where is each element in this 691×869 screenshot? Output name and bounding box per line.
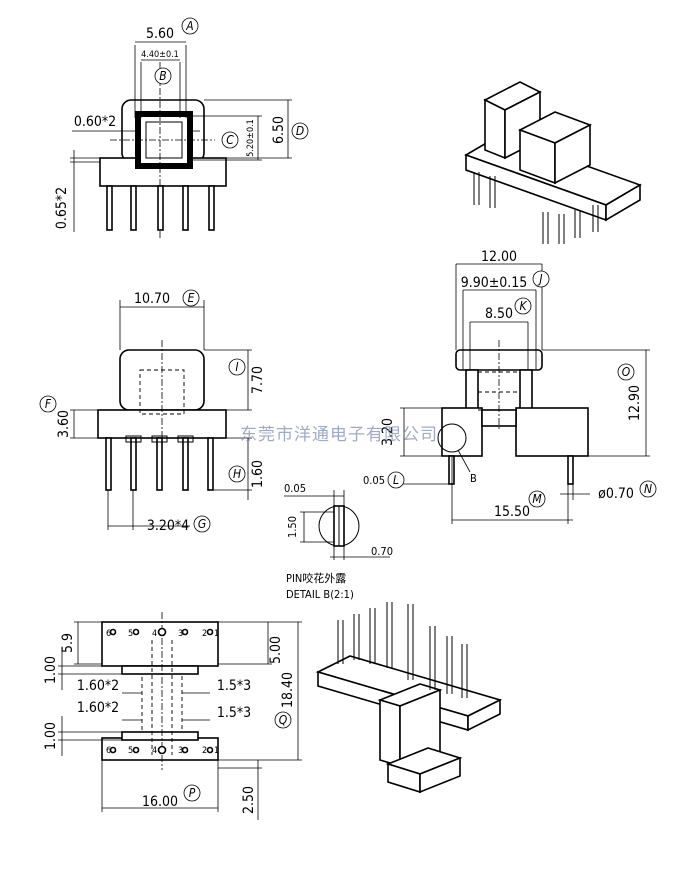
callout-letter-c: C: [226, 133, 234, 147]
pin-number-bottom: 5: [128, 746, 133, 756]
dimension-value-070b: 0.70: [371, 545, 393, 558]
dimension-value-005: 0.05: [363, 474, 385, 487]
callout-letter-p: P: [189, 786, 196, 800]
callout-bubble: [228, 358, 246, 376]
callout-bubble: [181, 17, 199, 35]
callout-bubble: [183, 784, 201, 802]
callout-bubble: [228, 465, 246, 483]
callout-bubble: [528, 490, 546, 508]
dimension-value-160a: 1.60*2: [77, 678, 119, 694]
callout-letter-a: A: [185, 19, 193, 33]
detail-caption-line-1: PIN咬花外露: [286, 571, 346, 585]
callout-letter-i: I: [235, 360, 238, 374]
front-view: [70, 300, 252, 530]
pin-number-top: 2: [202, 629, 207, 639]
dimension-value-1070: 10.70: [134, 291, 170, 307]
callout-bubble: [387, 471, 405, 489]
dimension-value-650: 6.50: [271, 116, 287, 144]
dimension-value-1550: 15.50: [494, 504, 530, 520]
isometric-view-1: [464, 81, 642, 244]
callout-bubble: [274, 711, 292, 729]
bottom-view: [58, 612, 302, 820]
dimension-value-160: 1.60: [250, 460, 266, 488]
pin-number-top: 5: [128, 629, 133, 639]
callout-bubble: [193, 515, 211, 533]
callout-letter-k: K: [519, 299, 527, 313]
callout-bubble: [532, 270, 550, 288]
dimension-value-160b: 1.60*2: [77, 700, 119, 716]
dimension-value-320b: 3.20: [380, 418, 396, 446]
dimension-value-360: 3.60: [56, 410, 72, 438]
dimension-value-100b: 1.00: [43, 722, 59, 750]
dimension-value-100a: 1.00: [43, 656, 59, 684]
pin-number-bottom: 2: [202, 746, 207, 756]
dimension-value-1290: 12.90: [627, 385, 643, 421]
pin-number-bottom: 1: [214, 746, 219, 756]
callout-bubble: [291, 122, 309, 140]
isometric-view-2: [315, 602, 503, 794]
dimension-value-1600: 16.00: [142, 794, 178, 810]
callout-letter-g: G: [198, 517, 206, 531]
callout-letter-f: F: [45, 397, 52, 411]
callout-letter-q: Q: [279, 713, 288, 727]
dimension-value-770: 7.70: [250, 366, 266, 394]
watermark-text: 东莞市洋通电子有限公司: [240, 425, 438, 445]
dimension-value-005b: 0.05: [284, 482, 306, 495]
callout-bubble: [154, 67, 172, 85]
callout-letter-j: J: [537, 272, 542, 286]
side-view: [398, 263, 650, 524]
callout-letter-d: D: [296, 124, 304, 138]
dimension-value-150: 1.50: [286, 516, 299, 538]
callout-bubble: [39, 395, 57, 413]
dimension-value-560: 5.60: [146, 26, 174, 42]
callout-bubble: [639, 480, 657, 498]
pin-number-bottom: 3: [178, 746, 183, 756]
callout-letter-l: L: [393, 473, 399, 487]
pin-number-top: 6: [106, 629, 111, 639]
dimension-value-440: 4.40±0.1: [141, 50, 179, 60]
dimension-value-990: 9.90±0.15: [461, 275, 528, 291]
dimension-value-060: 0.60*2: [74, 114, 116, 130]
pin-number-bottom: 4: [152, 746, 157, 756]
callout-letter-m: M: [532, 492, 542, 506]
callout-letter-b: B: [159, 69, 166, 83]
callout-letter-h: H: [233, 467, 241, 481]
callout-bubble: [221, 131, 239, 149]
end-view: [70, 41, 292, 240]
callout-letter-o: O: [622, 365, 631, 379]
detail-marker: B: [470, 472, 477, 485]
callout-bubble: [617, 363, 635, 381]
dimension-value-15b: 1.5*3: [217, 705, 251, 721]
dimension-value-070: ø0.70: [598, 486, 634, 502]
dimension-value-320: 3.20*4: [147, 518, 189, 534]
detail-caption-line-2: DETAIL B(2:1): [286, 588, 354, 601]
dimension-value-500: 5.00: [268, 636, 284, 664]
dimension-value-850: 8.50: [485, 306, 513, 322]
pin-number-top: 3: [178, 629, 183, 639]
detail-b: [284, 490, 390, 560]
pin-number-bottom: 6: [106, 746, 111, 756]
dimension-labels: 5.60 A 4.40±0.1B 0.60*2C 5.20±0.1 6.50 D 0.65*2…: [39, 17, 657, 814]
dimension-value-065: 0.65*2: [54, 187, 70, 229]
callout-letter-n: N: [644, 482, 652, 496]
dimension-value-1840: 18.40: [280, 672, 296, 708]
dimension-value-15a: 1.5*3: [217, 678, 251, 694]
dimension-value-59: 5.9: [60, 633, 76, 653]
pin-number-top: 4: [152, 629, 157, 639]
callout-bubble: [182, 289, 200, 307]
callout-letter-e: E: [188, 291, 195, 305]
callout-bubble: [514, 297, 532, 315]
dimension-value-520: 5.20±0.1: [246, 119, 256, 157]
pin-number-top: 1: [214, 629, 219, 639]
dimension-value-250: 2.50: [241, 786, 257, 814]
dimension-value-1200: 12.00: [481, 249, 517, 265]
